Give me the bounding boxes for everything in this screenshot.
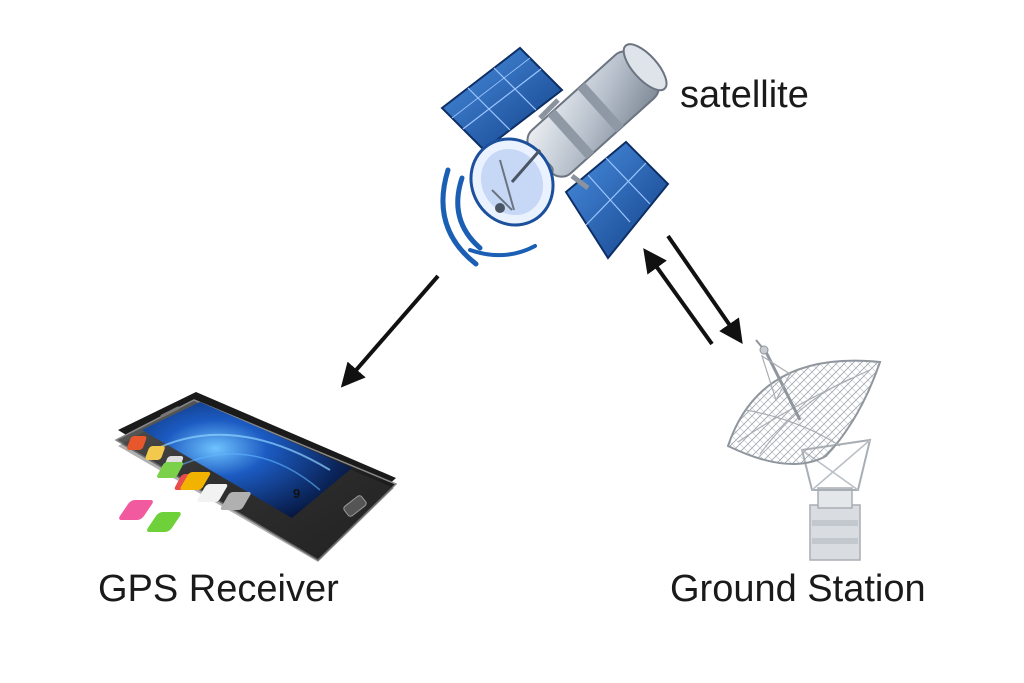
solar-panel-lower [564, 140, 670, 260]
satellite-dish [469, 137, 555, 227]
calendar-day-text: 9 [293, 486, 300, 501]
signal-waves [440, 167, 537, 267]
arrows [340, 234, 743, 388]
gps-receiver-label: GPS Receiver [98, 568, 339, 610]
arrow-satellite-to-ground [666, 234, 743, 344]
phone-screen [142, 402, 352, 518]
dish-antenna-icon [726, 339, 882, 561]
satellite-icon [440, 43, 670, 267]
app-icons [119, 436, 251, 532]
arrow-ground-to-satellite [643, 248, 714, 346]
ground-station-label: Ground Station [670, 568, 926, 610]
satellite-label: satellite [680, 74, 809, 116]
solar-panel-upper [440, 46, 564, 152]
arrow-satellite-to-gps [340, 274, 440, 388]
smartphone-icon: 9 [114, 392, 398, 562]
home-button [343, 495, 367, 517]
